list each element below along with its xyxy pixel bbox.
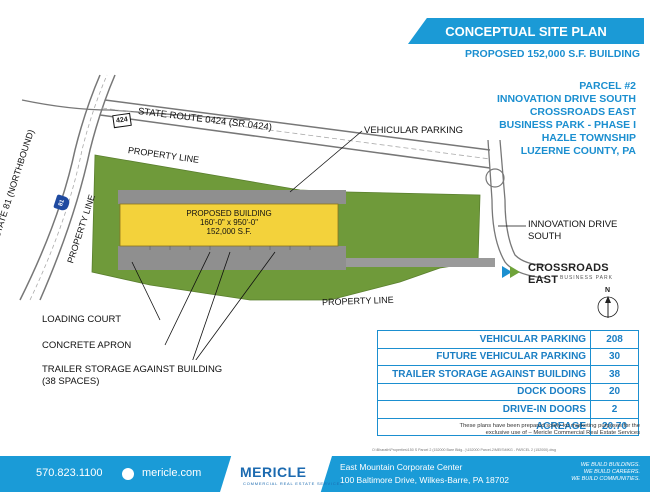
dock-doors bbox=[149, 246, 311, 250]
disclaimer: These plans have been prepared solely fo… bbox=[459, 423, 640, 436]
callout-innovation-drive-line: SOUTH bbox=[528, 231, 562, 242]
logo-sub: BUSINESS PARK bbox=[560, 275, 613, 281]
building-label-line: 160'-0" x 950'-0" bbox=[199, 218, 259, 227]
loading-court-paving bbox=[118, 246, 346, 270]
footer-tagline: WE BUILD BUILDINGS. WE BUILD CAREERS. WE… bbox=[571, 462, 640, 483]
route-shield-label: 424 bbox=[115, 116, 129, 125]
innovation-drive-road bbox=[485, 139, 546, 279]
crossroads-east-logo: CROSSROADS EAST BUSINESS PARK bbox=[500, 262, 630, 286]
stats-label: DOCK DOORS bbox=[376, 382, 592, 401]
access-drive bbox=[340, 258, 495, 267]
stats-value: 208 bbox=[590, 330, 639, 349]
stats-label: VEHICULAR PARKING bbox=[376, 330, 592, 349]
tagline-line: WE BUILD COMMUNITIES. bbox=[571, 476, 640, 482]
tagline-line: WE BUILD CAREERS. bbox=[583, 469, 640, 475]
footer-address-line1: East Mountain Corporate Center bbox=[340, 462, 463, 472]
parcel-line: BUSINESS PARK - PHASE I bbox=[499, 119, 636, 131]
stats-value: 2 bbox=[590, 400, 639, 419]
state-route-road bbox=[99, 99, 491, 169]
crossroads-logo-icon bbox=[502, 266, 520, 278]
page-subtitle: PROPOSED 152,000 S.F. BUILDING bbox=[464, 48, 640, 60]
tagline-line: WE BUILD BUILDINGS. bbox=[580, 462, 640, 468]
stats-value: 20.70 bbox=[590, 417, 639, 436]
callout-trailer-storage-line: (38 SPACES) bbox=[42, 376, 100, 387]
title-banner: CONCEPTUAL SITE PLAN bbox=[408, 18, 644, 44]
parcel-line: INNOVATION DRIVE SOUTH bbox=[496, 93, 636, 105]
footer: 570.823.1100 mericle.com MERICLE COMMERC… bbox=[0, 456, 650, 492]
stats-value: 38 bbox=[590, 365, 639, 384]
stats-value: 30 bbox=[590, 347, 639, 366]
interstate-ramp bbox=[21, 99, 251, 121]
mericle-logo-badge bbox=[220, 456, 332, 492]
building-label-line: 152,000 S.F. bbox=[206, 227, 252, 236]
footer-website[interactable]: mericle.com bbox=[142, 467, 202, 479]
proposed-building bbox=[119, 203, 339, 247]
page-title: CONCEPTUAL SITE PLAN bbox=[445, 23, 607, 39]
stats-label: FUTURE VEHICULAR PARKING bbox=[376, 347, 592, 366]
callout-vehicular-parking: VEHICULAR PARKING bbox=[364, 125, 464, 136]
building-label-line: PROPOSED BUILDING bbox=[186, 209, 272, 218]
parcel-line: LUZERNE COUNTY, PA bbox=[520, 145, 636, 157]
route-shield: 424 bbox=[112, 112, 132, 129]
footer-phone[interactable]: 570.823.1100 bbox=[36, 467, 103, 479]
mericle-logo-name: MERICLE bbox=[240, 464, 307, 480]
stats-label: TRAILER STORAGE AGAINST BUILDING bbox=[376, 365, 592, 384]
callout-innovation-drive-line: INNOVATION DRIVE bbox=[528, 219, 618, 230]
parcel-line: PARCEL #2 bbox=[579, 80, 636, 92]
callout-leaders bbox=[131, 130, 526, 360]
callout-trailer-storage-line: TRAILER STORAGE AGAINST BUILDING bbox=[42, 364, 223, 375]
logo-name: CROSSROADS EAST bbox=[528, 262, 609, 286]
callout-innovation-drive: INNOVATION DRIVE SOUTH bbox=[528, 219, 617, 243]
callout-loading-court: LOADING COURT bbox=[42, 314, 122, 325]
file-path: O:\Bharath\Properties\150 S Parcel 2 (15… bbox=[372, 448, 556, 452]
interstate-81-road bbox=[19, 74, 116, 301]
north-label: N bbox=[605, 287, 611, 294]
globe-icon bbox=[122, 468, 134, 480]
callout-trailer-storage: TRAILER STORAGE AGAINST BUILDING (38 SPA… bbox=[42, 364, 222, 388]
parcel-line: HAZLE TOWNSHIP bbox=[541, 132, 636, 144]
footer-address-line2: 100 Baltimore Drive, Wilkes-Barre, PA 18… bbox=[340, 475, 509, 485]
stats-label: ACREAGE bbox=[376, 417, 592, 436]
north-arrow-icon bbox=[597, 296, 619, 318]
stats-value: 20 bbox=[590, 382, 639, 401]
parcel-line: CROSSROADS EAST bbox=[529, 106, 636, 118]
building-label: PROPOSED BUILDING 160'-0" x 950'-0" 152,… bbox=[120, 209, 338, 236]
parking-lot bbox=[118, 190, 346, 204]
stats-label: DRIVE-IN DOORS bbox=[376, 400, 592, 419]
mericle-logo-sub: COMMERCIAL REAL ESTATE SERVICES bbox=[243, 481, 344, 486]
parcel-info: PARCEL #2 INNOVATION DRIVE SOUTH CROSSRO… bbox=[436, 80, 636, 158]
callout-concrete-apron: CONCRETE APRON bbox=[42, 340, 132, 351]
north-arrow: N bbox=[596, 287, 620, 320]
interstate-shield-label: 81 bbox=[58, 198, 66, 208]
site-map bbox=[19, 74, 546, 360]
